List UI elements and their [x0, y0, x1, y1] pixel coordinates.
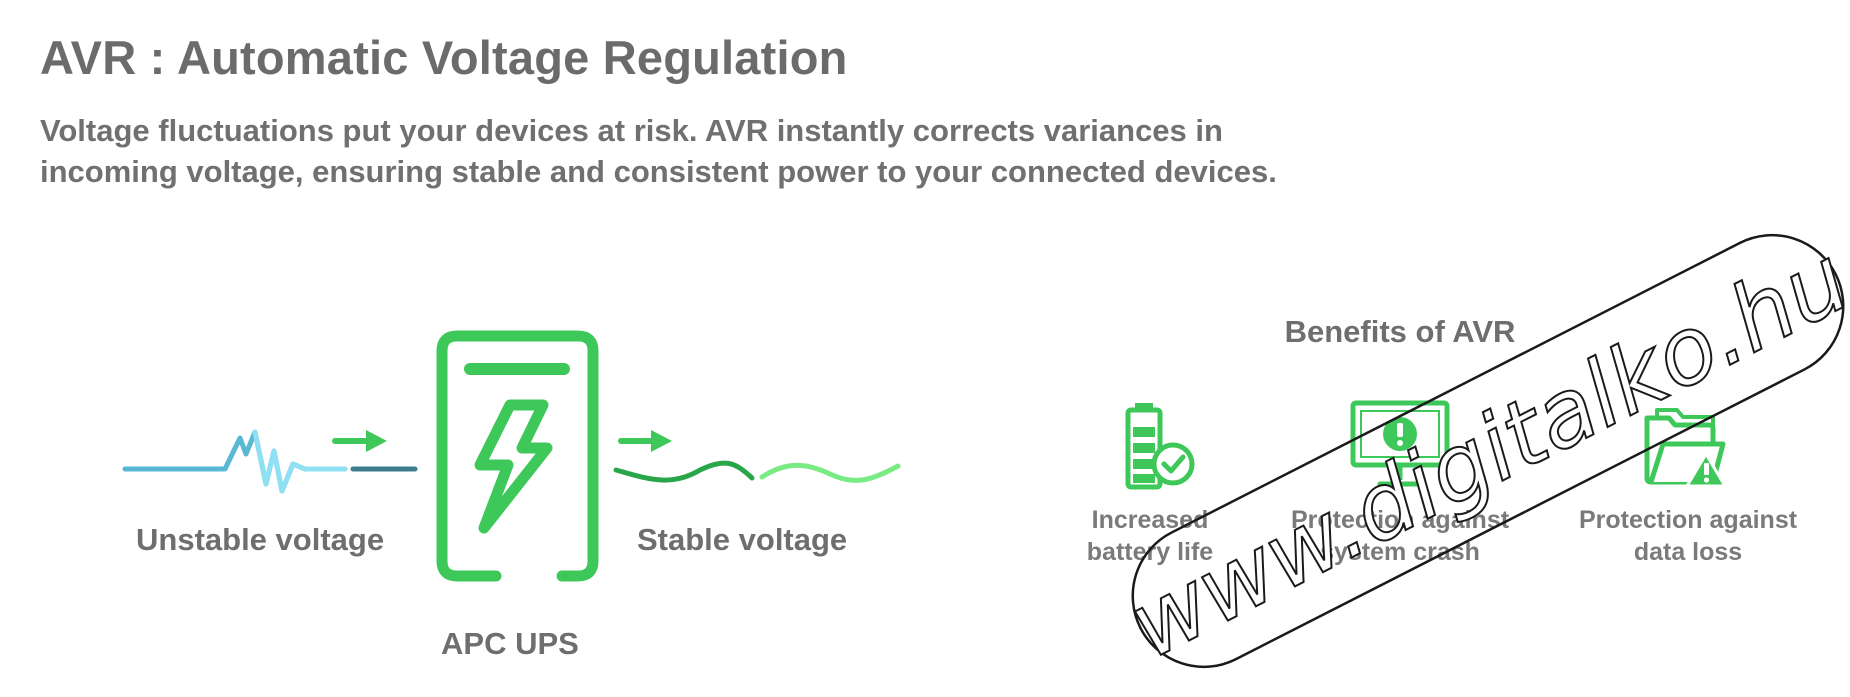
benefit-data-loss: Protection against data loss [1558, 400, 1818, 568]
description: Voltage fluctuations put your devices at… [40, 110, 1460, 192]
unstable-voltage-wave [122, 429, 418, 494]
benefit-data-loss-text: Protection against data loss [1578, 506, 1798, 566]
stable-voltage-label: Stable voltage [637, 522, 848, 557]
description-line-2: incoming voltage, ensuring stable and co… [40, 154, 1277, 189]
benefits-title: Benefits of AVR [1284, 314, 1516, 349]
ups-label: APC UPS [441, 626, 579, 661]
ups-device-icon [436, 330, 599, 582]
monitor-warning-icon [1350, 400, 1450, 487]
folder-warning-icon [1644, 408, 1727, 488]
output-arrow-icon [618, 430, 672, 452]
description-line-1: Voltage fluctuations put your devices at… [40, 113, 1223, 148]
battery-check-icon [1125, 403, 1195, 490]
page-title: AVR : Automatic Voltage Regulation [40, 31, 848, 84]
benefit-system-crash: Protection against system crash [1270, 400, 1530, 568]
stable-voltage-wave [613, 460, 901, 483]
benefit-system-crash-text: Protection against system crash [1290, 506, 1510, 566]
benefit-battery-life-text: Increased battery life [1086, 506, 1214, 566]
benefit-battery-life: Increased battery life [1020, 400, 1280, 568]
avr-flow-diagram [122, 330, 901, 582]
input-arrow-icon [332, 430, 387, 452]
unstable-voltage-label: Unstable voltage [136, 522, 385, 557]
